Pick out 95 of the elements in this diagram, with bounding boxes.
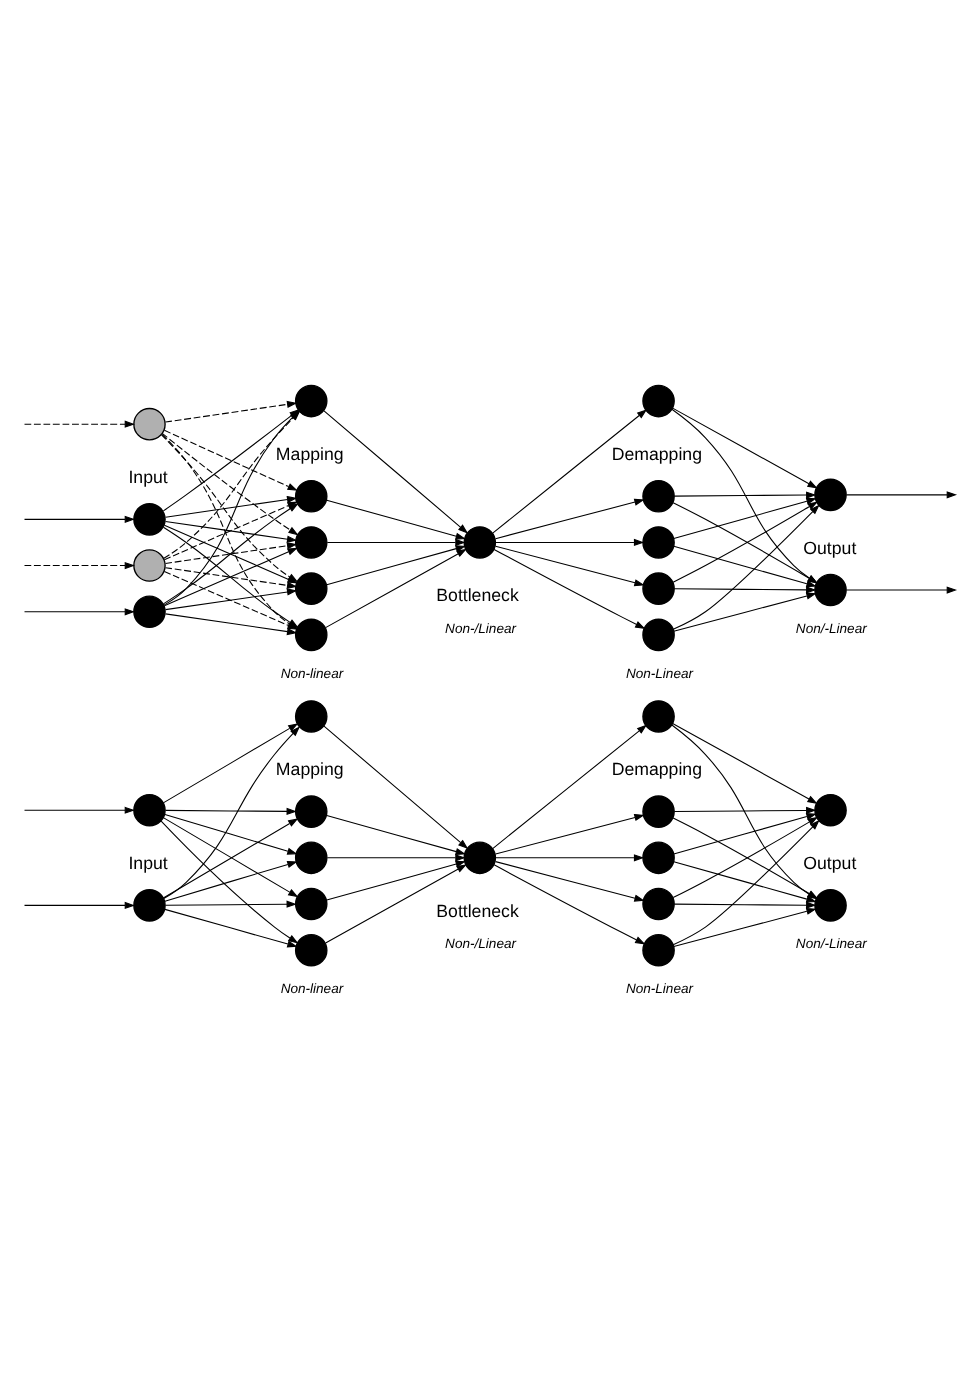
node-circle bbox=[641, 933, 674, 967]
arrow bbox=[163, 807, 296, 816]
node-circle bbox=[132, 549, 165, 582]
label: Demapping bbox=[610, 759, 701, 780]
arrow bbox=[494, 498, 644, 540]
arrow bbox=[163, 520, 297, 543]
arrow bbox=[162, 429, 297, 491]
label: Bottleneck bbox=[435, 585, 518, 606]
node-circle bbox=[813, 889, 846, 922]
arrow bbox=[324, 548, 466, 629]
arrow bbox=[163, 861, 297, 902]
arrow bbox=[163, 588, 297, 611]
node-circle bbox=[293, 618, 327, 652]
node-circle bbox=[132, 503, 165, 536]
node-circle bbox=[641, 572, 674, 605]
arrow bbox=[494, 538, 644, 547]
arrow bbox=[491, 409, 647, 534]
arrow bbox=[325, 854, 465, 862]
arrow bbox=[325, 499, 465, 540]
node-circle bbox=[293, 384, 327, 418]
arrow bbox=[161, 723, 298, 804]
label: Demapping bbox=[610, 444, 701, 465]
arrow bbox=[325, 538, 465, 547]
arrow bbox=[325, 815, 465, 856]
arrow bbox=[163, 900, 296, 908]
node-circle bbox=[132, 407, 165, 441]
arrow bbox=[492, 548, 645, 630]
node-circle bbox=[641, 384, 674, 418]
arrow bbox=[672, 491, 816, 499]
arrow bbox=[492, 864, 645, 945]
arrow bbox=[163, 908, 297, 948]
node-circle bbox=[293, 933, 327, 967]
node-circle bbox=[641, 700, 674, 733]
arrow bbox=[672, 586, 816, 594]
node-circle bbox=[641, 887, 674, 921]
label: Mapping bbox=[274, 444, 343, 465]
arrow bbox=[163, 542, 297, 564]
arrow bbox=[22, 901, 135, 910]
arrow bbox=[494, 854, 644, 862]
node-circle bbox=[813, 793, 846, 827]
arrow bbox=[672, 497, 816, 540]
node-circle bbox=[641, 526, 674, 559]
node-circle bbox=[293, 479, 327, 513]
arrow bbox=[324, 864, 466, 944]
arrow bbox=[845, 586, 957, 594]
arrow bbox=[322, 725, 468, 850]
label: Bottleneck bbox=[435, 900, 518, 921]
arrow bbox=[845, 491, 957, 499]
label: Output bbox=[802, 853, 856, 874]
arrow bbox=[325, 860, 465, 901]
arrow bbox=[22, 561, 135, 570]
arrow bbox=[672, 806, 816, 815]
arrow bbox=[670, 408, 817, 584]
node-circle bbox=[641, 479, 674, 513]
node-circle bbox=[293, 572, 327, 605]
label: Output bbox=[802, 537, 856, 558]
arrow bbox=[671, 504, 819, 630]
arrow bbox=[22, 806, 135, 814]
arrow bbox=[162, 726, 300, 900]
arrow bbox=[322, 410, 468, 534]
label: Input bbox=[127, 853, 167, 874]
arrow bbox=[22, 420, 135, 428]
node-circle bbox=[813, 573, 846, 607]
node-circle bbox=[132, 889, 165, 922]
node-circle bbox=[293, 700, 327, 733]
node-circle bbox=[813, 478, 846, 512]
node-circle bbox=[462, 526, 496, 559]
arrow bbox=[159, 820, 298, 944]
arrow bbox=[494, 545, 644, 587]
arrow bbox=[22, 515, 135, 523]
node-circle bbox=[462, 841, 496, 875]
node-circle bbox=[293, 887, 327, 921]
label: Input bbox=[127, 467, 167, 488]
arrow bbox=[672, 545, 816, 588]
arrow bbox=[494, 814, 644, 855]
node-circle bbox=[641, 841, 674, 875]
arrow bbox=[325, 545, 465, 586]
arrow bbox=[163, 813, 297, 855]
node-circle bbox=[641, 795, 674, 828]
arrow bbox=[672, 813, 816, 855]
arrow bbox=[671, 722, 817, 804]
arrow bbox=[671, 407, 817, 489]
arrow bbox=[494, 861, 644, 902]
arrow bbox=[22, 608, 135, 616]
node-circle bbox=[293, 841, 327, 875]
arrow bbox=[491, 724, 647, 850]
label: Mapping bbox=[274, 759, 343, 780]
node-circle bbox=[293, 795, 327, 828]
node-circle bbox=[132, 595, 165, 629]
arrow bbox=[672, 907, 816, 948]
node-circle bbox=[132, 793, 165, 827]
node-circle bbox=[293, 526, 327, 559]
arrow bbox=[672, 592, 816, 632]
arrow bbox=[672, 901, 816, 909]
node-circle bbox=[641, 618, 674, 652]
